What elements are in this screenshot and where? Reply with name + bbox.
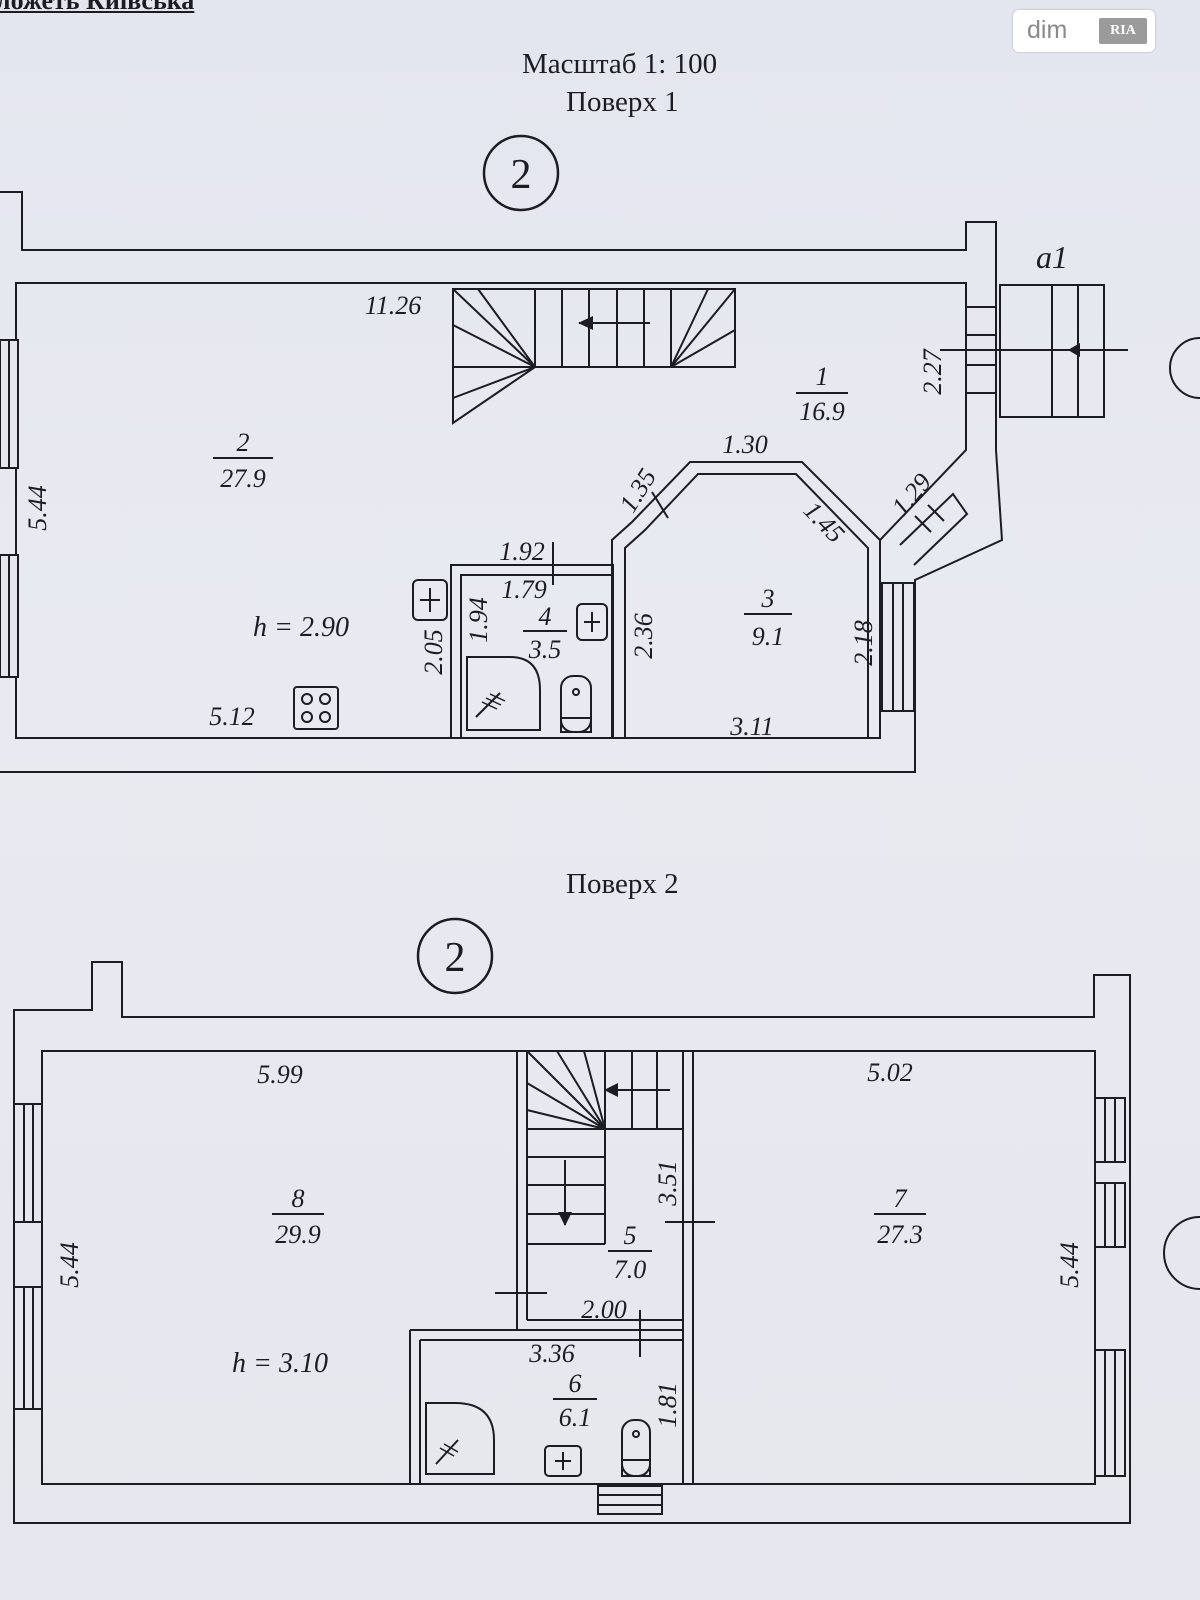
edge-marker-bottom — [1163, 1216, 1200, 1290]
document-header-fragment: ложеть Київська — [0, 0, 195, 15]
floor-2-window-left-1 — [13, 1103, 43, 1223]
dim-5-44-f1: 5.44 — [23, 485, 52, 531]
floor-2-bottom-vent — [597, 1485, 663, 1515]
room-6-toilet — [621, 1419, 651, 1477]
floor-1-unit-marker: 2 — [511, 152, 532, 198]
room-6-area: 6.1 — [559, 1403, 592, 1432]
dim-1-94: 1.94 — [464, 597, 493, 643]
dim-5-12: 5.12 — [209, 702, 255, 731]
dim-3-36: 3.36 — [528, 1339, 575, 1368]
entrance-label: a1 — [1036, 239, 1068, 275]
room-6-sink — [544, 1445, 582, 1477]
floor-2-window-left-2 — [13, 1286, 43, 1410]
kitchen-stove — [293, 686, 339, 730]
room-4-sink — [576, 603, 608, 641]
room-3-inner-walls — [624, 473, 869, 738]
room-7-number: 7 — [894, 1184, 908, 1213]
dim-1-92: 1.92 — [499, 537, 545, 566]
edge-marker-top — [1169, 337, 1200, 399]
room-7-area: 27.3 — [877, 1220, 923, 1249]
watermark-brand: dim — [1027, 16, 1068, 44]
floor-2-window-right-3 — [1094, 1349, 1126, 1477]
room-4-toilet — [560, 675, 592, 733]
kitchen-sink — [412, 579, 448, 621]
dim-2-05: 2.05 — [419, 629, 448, 675]
dim-2-27: 2.27 — [918, 348, 947, 395]
floor-2-height: h = 3.10 — [232, 1348, 328, 1379]
floor-2-plan: 2 — [13, 917, 1131, 1524]
dim-3-11: 3.11 — [729, 712, 774, 741]
room-8-number: 8 — [292, 1184, 305, 1213]
room-4-shower — [466, 656, 541, 731]
watermark-badge: RIA — [1099, 18, 1147, 44]
room-4-number: 4 — [539, 602, 552, 631]
floor-1-title: Поверх 1 — [566, 86, 679, 118]
dim-2-18: 2.18 — [849, 620, 878, 666]
room-8-area: 29.9 — [275, 1220, 321, 1249]
dim-2-36: 2.36 — [629, 613, 658, 659]
floor-2-title: Поверх 2 — [566, 868, 679, 900]
floor-2-unit-marker-circle — [416, 917, 494, 995]
scale-label: Масштаб 1: 100 — [522, 48, 718, 80]
floor-1-plan: 2 — [0, 134, 1128, 773]
room-3-walls — [611, 461, 881, 738]
floor-1-outer-wall — [0, 191, 1004, 773]
dim-5-44-right: 5.44 — [1055, 1242, 1084, 1288]
dim-11-26: 11.26 — [365, 291, 422, 320]
room-4-area: 3.5 — [528, 635, 562, 664]
room-2-number: 2 — [237, 428, 250, 457]
floor-1-unit-marker-circle — [482, 134, 560, 212]
room-5-area: 7.0 — [614, 1255, 647, 1284]
dimria-watermark: dim RIA — [1013, 10, 1155, 52]
dim-5-02: 5.02 — [867, 1058, 913, 1087]
dim-1-35: 1.35 — [613, 464, 662, 518]
room-6-number: 6 — [569, 1369, 582, 1398]
room-1-number: 1 — [816, 362, 829, 391]
dim-1-81: 1.81 — [653, 1382, 682, 1428]
dim-1-79: 1.79 — [501, 575, 547, 604]
room-6-shower — [425, 1402, 495, 1475]
floor-2-window-right-1 — [1094, 1097, 1126, 1163]
floor-2-window-right-2 — [1094, 1182, 1126, 1248]
room-1-area: 16.9 — [799, 397, 845, 426]
room-5-number: 5 — [624, 1221, 637, 1250]
floor-1-window-right — [881, 582, 915, 712]
floor-1-angled-door — [899, 492, 969, 566]
floor-2-outer-wall — [13, 961, 1131, 1524]
floor-2-unit-marker: 2 — [445, 935, 466, 981]
room-3-area: 9.1 — [752, 622, 785, 651]
dim-5-44-left: 5.44 — [55, 1242, 84, 1288]
floor-2-staircase — [526, 1050, 684, 1245]
floor-1-height: h = 2.90 — [253, 612, 349, 643]
room-2-area: 27.9 — [220, 464, 266, 493]
dim-3-51: 3.51 — [653, 1160, 682, 1207]
dim-1-30: 1.30 — [722, 430, 768, 459]
dim-1-29: 1.29 — [886, 468, 937, 521]
floor-1-staircase — [452, 288, 736, 425]
dim-5-99: 5.99 — [257, 1060, 303, 1089]
dim-2-00: 2.00 — [581, 1295, 627, 1324]
room-3-number: 3 — [761, 584, 775, 613]
